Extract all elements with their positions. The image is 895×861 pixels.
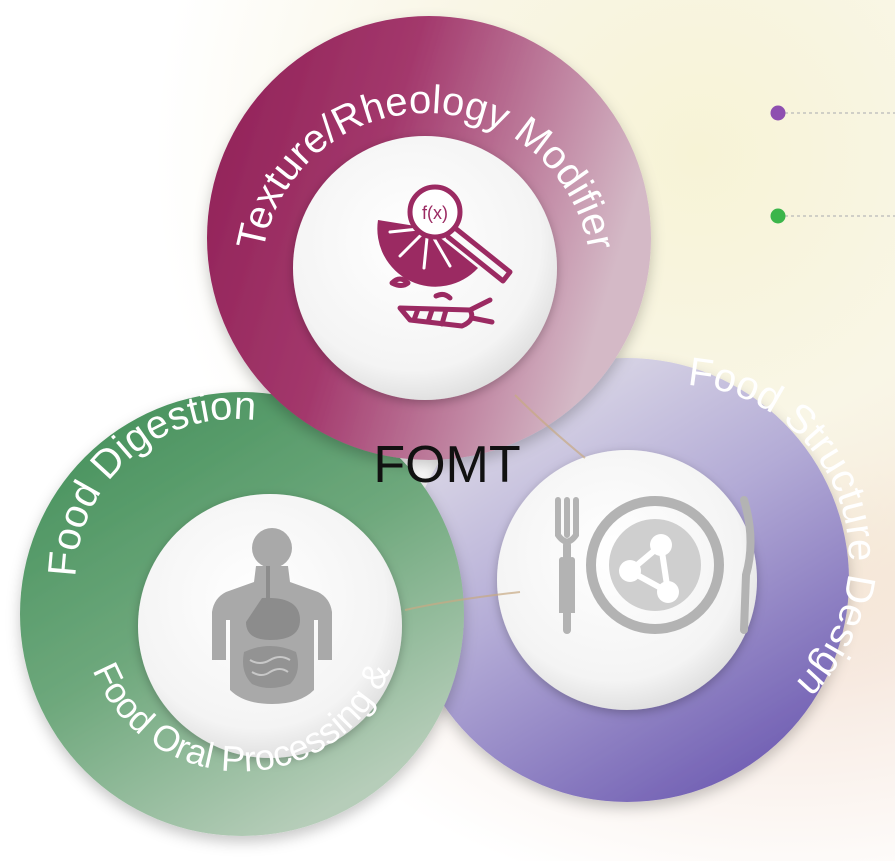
legend-markers [770,105,895,224]
center-label: FOMT [373,436,520,494]
plate-molecule-icon [555,496,755,634]
human-digestive-system-icon [212,528,332,704]
svg-text:f(x): f(x) [422,203,448,223]
food-analysis-icon: f(x) [377,184,513,329]
